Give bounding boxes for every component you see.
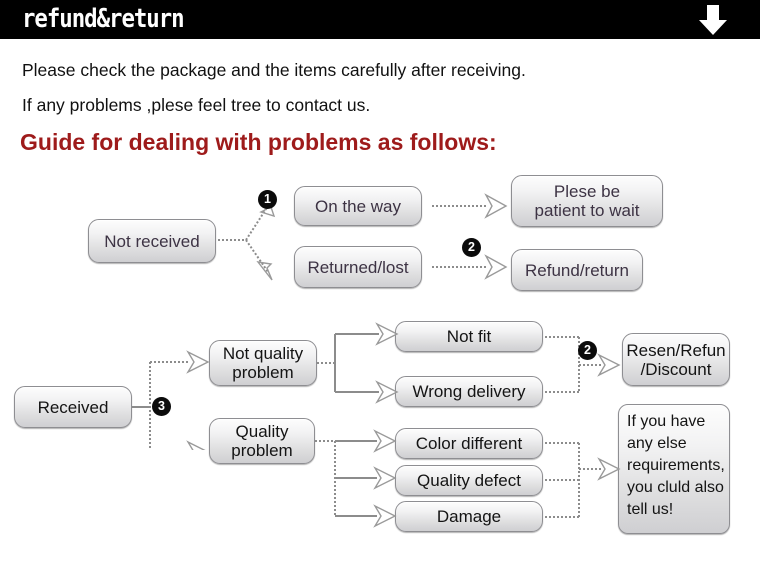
- arrow-returned-to-refund: [432, 254, 508, 280]
- node-reason-damage: Damage: [395, 501, 543, 532]
- down-arrow-icon: [699, 5, 727, 35]
- arrow-on-the-way-to-wait: [432, 193, 508, 219]
- node-returned-lost: Returned/lost: [294, 246, 422, 288]
- node-reason-wrong-delivery: Wrong delivery: [395, 376, 543, 407]
- header-bar: refund&return: [0, 0, 760, 39]
- node-refund-return: Refund/return: [511, 249, 643, 291]
- branch-not-quality: [317, 322, 399, 404]
- merge-to-resend: [545, 336, 621, 393]
- node-reason-not-fit: Not fit: [395, 321, 543, 352]
- node-quality-problem: Quality problem: [209, 418, 315, 464]
- badge-two-b: 2: [578, 341, 597, 360]
- node-reason-color-different: Color different: [395, 428, 543, 459]
- intro-line-2: If any problems ,plese feel tree to cont…: [22, 95, 371, 115]
- page-title: refund&return: [22, 4, 185, 34]
- node-received: Received: [14, 386, 132, 428]
- badge-three: 3: [152, 397, 171, 416]
- badge-two: 2: [462, 238, 481, 257]
- fork-received: [132, 350, 210, 450]
- node-plese-be-patient: Plese be patient to wait: [511, 175, 663, 227]
- branch-quality: [315, 429, 397, 528]
- badge-one: 1: [258, 190, 277, 209]
- guide-heading: Guide for dealing with problems as follo…: [20, 129, 497, 155]
- node-not-received: Not received: [88, 219, 216, 263]
- node-on-the-way: On the way: [294, 186, 422, 226]
- node-any-else-requirements: If you have any else requirements, you c…: [618, 404, 730, 534]
- node-reason-quality-defect: Quality defect: [395, 465, 543, 496]
- intro-line-1: Please check the package and the items c…: [22, 60, 526, 80]
- merge-to-requirements: [545, 442, 621, 518]
- node-resend-refund-discount: Resen/Refun /Discount: [622, 333, 730, 386]
- node-not-quality-problem: Not quality problem: [209, 340, 317, 386]
